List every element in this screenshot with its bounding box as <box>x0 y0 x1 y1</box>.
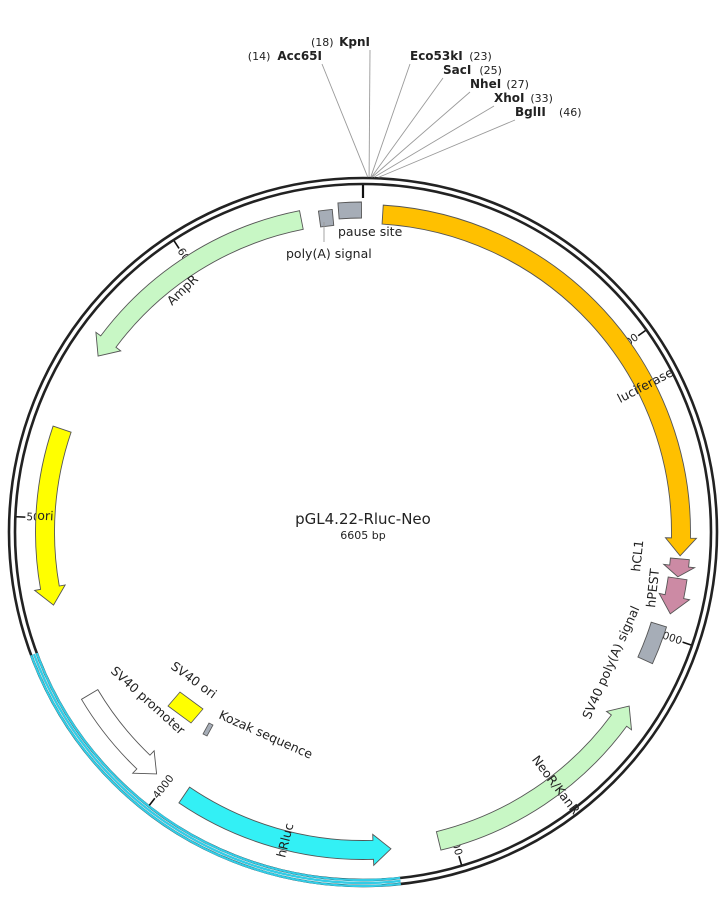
site-line-xhoi <box>373 105 495 178</box>
site-name-kpni: KpnI <box>339 35 370 49</box>
feature-shape-hcl1 <box>662 557 697 578</box>
feature-label-ori: ori <box>37 508 54 524</box>
site-pos-xhoi: (33) <box>530 92 553 105</box>
feature-shape-luciferase <box>381 204 698 557</box>
site-pos-nhei: (27) <box>506 78 529 91</box>
site-name-saci: SacI <box>443 63 471 77</box>
plasmid-name: pGL4.22-Rluc-Neo <box>295 510 431 528</box>
site-name-eco53ki: Eco53kI <box>410 49 463 63</box>
restriction-sites: Acc65I (14) KpnI (18) Eco53kI (23)SacI (25)Nhe… <box>248 35 582 178</box>
site-line-kpni <box>368 49 371 178</box>
highlight-strand-3 <box>35 652 401 882</box>
feature-shape-hpest <box>658 576 691 615</box>
feature-label-hcl1: hCL1 <box>628 539 646 572</box>
feature-shape-ori <box>33 425 72 606</box>
feature-pause-site: pause site <box>337 201 403 239</box>
feature-shape-ampr <box>95 210 304 357</box>
feature-label-poly-a-signal: poly(A) signal <box>286 246 372 261</box>
feature-neor-kanr: NeoR/KanR <box>435 705 633 851</box>
site-pos-eco53ki: (23) <box>469 50 492 63</box>
feature-label-hpest: hPEST <box>643 568 662 609</box>
site-name-xhoi: XhoI <box>494 91 525 105</box>
kozak-label: Kozak sequence <box>217 707 316 762</box>
feature-hcl1: hCL1 <box>628 539 697 578</box>
feature-shape-sv40-promoter <box>80 689 158 775</box>
feature-ori: ori <box>33 425 72 606</box>
sv40-ori-box <box>167 691 204 724</box>
tick-3000 <box>458 855 463 865</box>
feature-shape-pause-site <box>337 201 362 220</box>
site-pos-acc65i: (14) <box>248 50 271 63</box>
tick-6000 <box>173 240 180 249</box>
feature-shape-hrluc <box>178 786 392 867</box>
feature-hrluc: hRluc <box>178 786 392 867</box>
feature-shape-neor-kanr <box>435 705 633 851</box>
site-name-acc65i: Acc65I <box>277 49 322 63</box>
highlight-strand-0 <box>30 654 401 888</box>
backbone-highlight-region <box>30 652 401 888</box>
feature-luciferase: luciferase <box>381 204 698 557</box>
site-name-bglii: BglII <box>515 105 546 119</box>
tick-4000 <box>148 797 156 806</box>
plasmid-size: 6605 bp <box>340 529 385 542</box>
inner-feature-sv40-ori: SV40 ori <box>167 658 220 724</box>
site-line-saci <box>371 77 444 178</box>
feature-sv40-poly-a-signal: SV40 poly(A) signal <box>579 604 668 722</box>
site-pos-saci: (25) <box>479 64 502 77</box>
tick-2000 <box>682 641 692 646</box>
site-name-nhei: NheI <box>470 77 501 91</box>
tick-1000 <box>637 329 646 337</box>
site-pos-kpni: (18) <box>311 36 334 49</box>
feature-ampr: AmpR <box>95 210 304 357</box>
site-line-eco53ki <box>370 63 411 178</box>
feature-label-sv40-poly-a-signal: SV40 poly(A) signal <box>579 604 642 722</box>
site-line-nhei <box>371 91 471 178</box>
site-line-acc65i <box>321 63 369 178</box>
sv40-ori-label: SV40 ori <box>168 658 219 701</box>
feature-poly-a-signal: poly(A) signal <box>286 208 372 261</box>
kozak-box <box>202 722 214 737</box>
feature-hpest: hPEST <box>643 568 691 615</box>
feature-shape-poly-a-signal <box>317 208 335 228</box>
tick-label-4000: 4000 <box>151 773 177 801</box>
highlight-strand-2 <box>32 653 401 885</box>
feature-shape-sv40-poly-a-signal <box>637 621 668 665</box>
site-line-bglii <box>378 119 516 178</box>
site-pos-bglii: (46) <box>559 106 582 119</box>
feature-label-pause-site: pause site <box>338 224 403 239</box>
inner-feature-kozak: Kozak sequence <box>202 707 316 762</box>
